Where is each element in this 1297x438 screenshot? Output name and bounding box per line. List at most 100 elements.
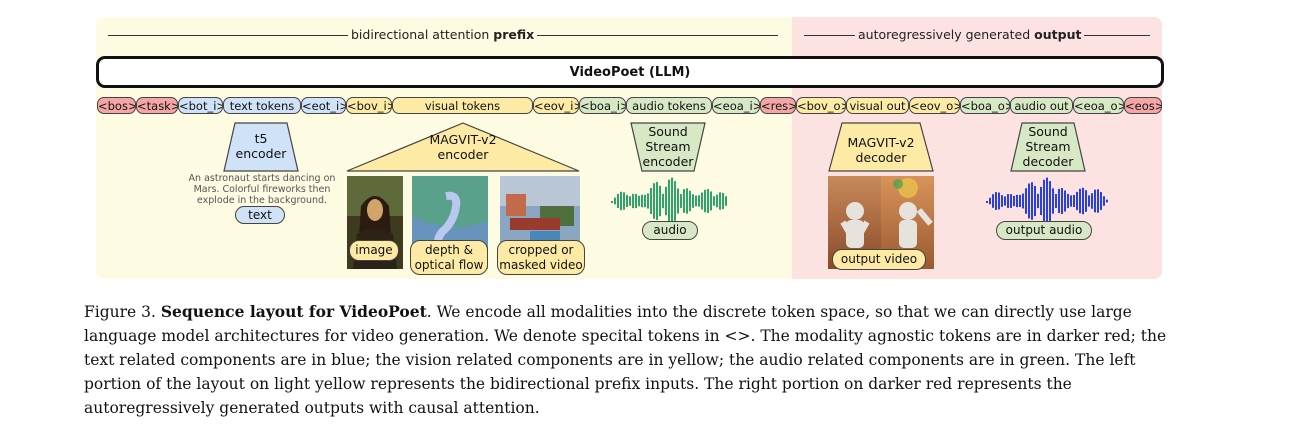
wave-bar — [635, 193, 637, 209]
wave-bar — [1088, 195, 1090, 207]
caption-title: Sequence layout for VideoPoet — [160, 302, 427, 321]
wave-bar — [995, 192, 997, 210]
wave-bar — [1040, 186, 1042, 216]
sequence-layout-figure: bidirectional attention prefix autoregre… — [96, 17, 1164, 279]
wave-bar — [656, 181, 658, 221]
depth-flow-label: depth & optical flow — [410, 240, 488, 275]
wave-bar — [644, 194, 646, 208]
wave-bar — [1004, 196, 1006, 206]
wave-bar — [1019, 194, 1021, 208]
wave-bar — [1094, 189, 1096, 213]
token-16: audio out — [1010, 97, 1073, 114]
wave-bar — [1076, 191, 1078, 211]
wave-bar — [1001, 195, 1003, 207]
output-video-label: output video — [832, 249, 926, 270]
soundstream-encoder-label: Sound Stream encoder — [642, 124, 694, 169]
wave-bar — [1031, 182, 1033, 220]
wave-bar — [1037, 193, 1039, 209]
wave-bar — [1007, 194, 1009, 208]
wave-bar — [659, 185, 661, 217]
wave-bar — [689, 190, 691, 212]
wave-bar — [698, 195, 700, 207]
output-header-text: autoregressively generated — [858, 27, 1031, 42]
token-9: audio tokens — [626, 97, 712, 114]
wave-bar — [1091, 193, 1093, 209]
wave-bar — [1013, 195, 1015, 207]
magvit-encoder-shape — [346, 122, 580, 172]
wave-bar — [620, 191, 622, 211]
figure-caption: Figure 3. Sequence layout for VideoPoet.… — [84, 300, 1176, 420]
wave-bar — [1049, 181, 1051, 221]
output-audio-label: output audio — [996, 221, 1092, 240]
token-10: <eoa_i> — [712, 97, 760, 114]
t5-encoder-shape — [223, 122, 299, 172]
wave-bar — [623, 192, 625, 210]
wave-bar — [1043, 179, 1045, 223]
output-header-bold: output — [1034, 27, 1082, 42]
magvit-encoder-label: MAGVIT-v2 encoder — [429, 132, 497, 162]
wave-bar — [1067, 193, 1069, 209]
wave-bar — [692, 194, 694, 208]
token-17: <eoa_o> — [1073, 97, 1124, 114]
wave-bar — [719, 192, 721, 210]
wave-bar — [1073, 194, 1075, 208]
token-8: <boa_i> — [579, 97, 626, 114]
audio-label: audio — [642, 221, 698, 240]
token-11: <res> — [760, 97, 796, 114]
wave-bar — [1028, 183, 1030, 219]
wave-bar — [716, 194, 718, 208]
wave-bar — [1034, 185, 1036, 217]
text-input-label: text — [235, 206, 285, 224]
wave-bar — [998, 192, 1000, 210]
token-18: <eos> — [1124, 97, 1162, 114]
token-3: text tokens — [223, 97, 301, 114]
wave-bar — [989, 197, 991, 205]
magvit-decoder-label: MAGVIT-v2 decoder — [847, 135, 915, 165]
wave-bar — [986, 201, 988, 203]
wave-bar — [632, 193, 634, 209]
wave-bar — [710, 191, 712, 211]
soundstream-decoder-shape — [1010, 122, 1086, 172]
wave-bar — [653, 183, 655, 219]
wave-bar — [1064, 190, 1066, 212]
wave-bar — [650, 187, 652, 215]
cropped-video-label: cropped or masked video — [497, 240, 585, 275]
token-5: <bov_i> — [346, 97, 392, 114]
wave-bar — [1010, 194, 1012, 208]
wave-bar — [1022, 193, 1024, 209]
wave-bar — [707, 189, 709, 213]
token-15: <boa_o> — [960, 97, 1010, 114]
wave-bar — [647, 193, 649, 209]
output-header: autoregressively generated output — [855, 27, 1085, 42]
wave-bar — [713, 196, 715, 206]
token-13: visual out — [846, 97, 909, 114]
wave-bar — [1052, 188, 1054, 214]
wave-bar — [617, 193, 619, 209]
t5-encoder-label: t5 encoder — [235, 131, 287, 161]
output-audio-waveform — [986, 177, 1108, 225]
wave-bar — [680, 194, 682, 208]
token-14: <eov_o> — [909, 97, 960, 114]
token-0: <bos> — [97, 97, 136, 114]
token-6: visual tokens — [392, 97, 533, 114]
wave-bar — [626, 194, 628, 208]
image-label: image — [349, 240, 399, 261]
wave-bar — [638, 195, 640, 207]
wave-bar — [1085, 190, 1087, 212]
token-2: <bot_i> — [178, 97, 223, 114]
wave-bar — [1025, 188, 1027, 214]
wave-bar — [1058, 188, 1060, 214]
wave-bar — [668, 179, 670, 223]
prefix-header-text: bidirectional attention — [351, 27, 490, 42]
wave-bar — [1106, 199, 1108, 203]
wave-bar — [722, 193, 724, 209]
llm-block: VideoPoet (LLM) — [96, 56, 1164, 88]
wave-bar — [1082, 187, 1084, 215]
caption-prefix: Figure 3. — [84, 303, 161, 321]
wave-bar — [665, 186, 667, 216]
wave-bar — [1070, 195, 1072, 207]
wave-bar — [695, 195, 697, 207]
token-12: <bov_o> — [796, 97, 846, 114]
wave-bar — [1103, 196, 1105, 206]
wave-bar — [1046, 177, 1048, 225]
